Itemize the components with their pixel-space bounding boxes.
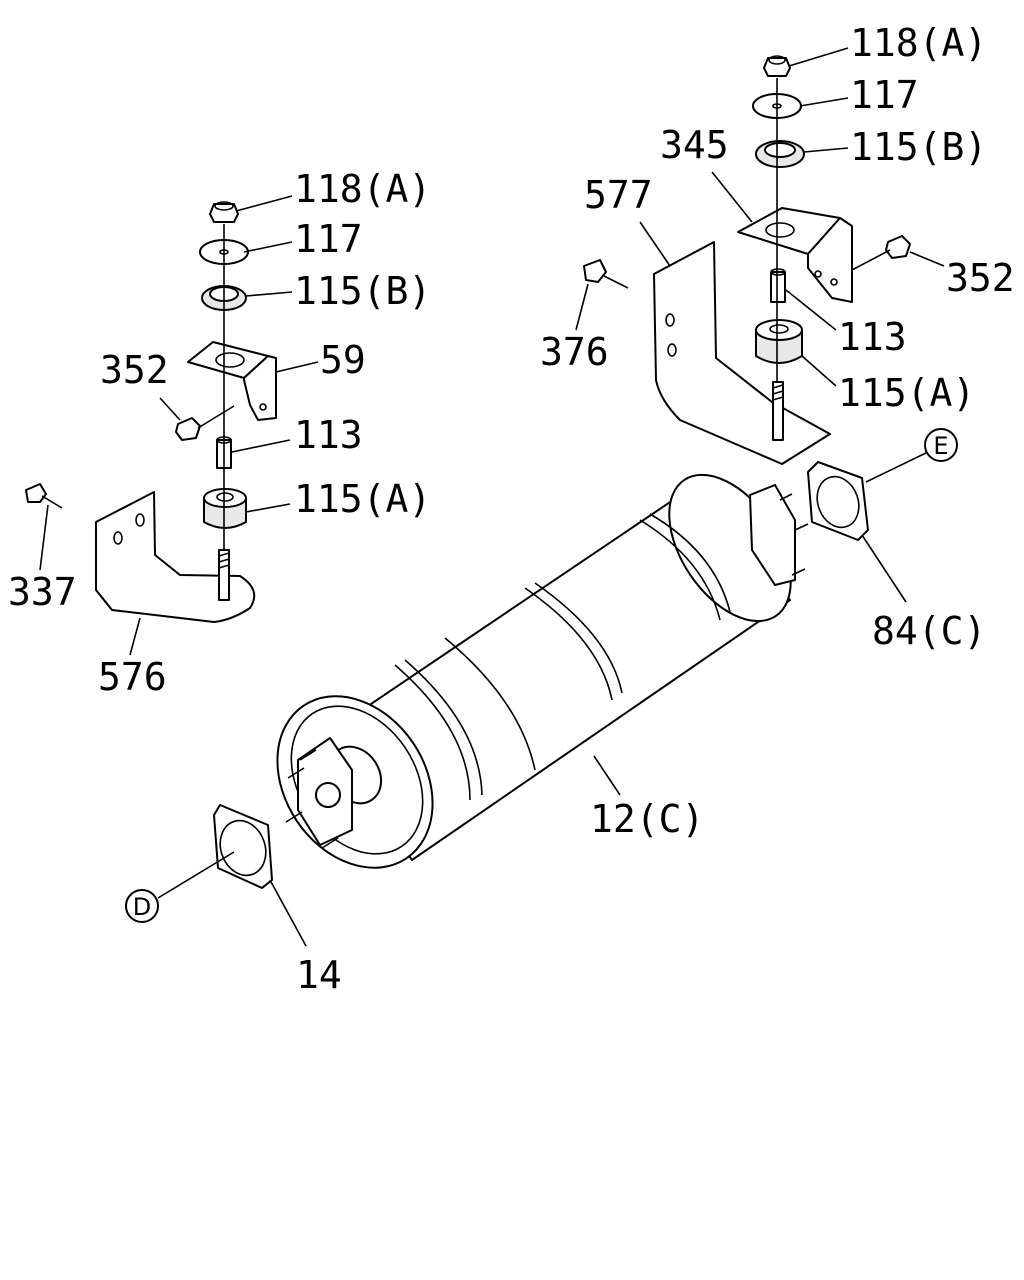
label-576: 576 — [98, 655, 167, 699]
gasket-84c[interactable] — [807, 461, 869, 541]
label-345: 345 — [660, 123, 729, 167]
label-59: 59 — [320, 338, 366, 382]
right-mount-assembly[interactable] — [583, 55, 911, 465]
marker-d-text: D — [133, 893, 151, 921]
label-14: 14 — [296, 953, 342, 997]
label-352-right: 352 — [946, 256, 1015, 300]
label-115b-left: 115(B) — [294, 269, 431, 313]
label-117-right: 117 — [850, 73, 919, 117]
label-115a-right: 115(A) — [838, 371, 975, 415]
callout-labels: 118(A) 117 115(B) 59 352 113 115(A) 337 … — [8, 21, 1015, 997]
label-115b-right: 115(B) — [850, 125, 987, 169]
label-352-left: 352 — [100, 348, 169, 392]
label-115a-left: 115(A) — [294, 477, 431, 521]
muffler-12c[interactable] — [246, 453, 816, 897]
label-118a-right: 118(A) — [850, 21, 987, 65]
label-376: 376 — [540, 330, 609, 374]
marker-d: D — [125, 889, 159, 923]
label-577: 577 — [584, 173, 653, 217]
label-12c: 12(C) — [590, 797, 704, 841]
label-118a-left: 118(A) — [294, 167, 431, 211]
label-337: 337 — [8, 570, 77, 614]
gasket-14[interactable] — [213, 804, 273, 889]
label-113-right: 113 — [838, 315, 907, 359]
label-84c: 84(C) — [872, 609, 986, 653]
marker-e: E — [924, 428, 958, 462]
label-113-left: 113 — [294, 413, 363, 457]
marker-e-text: E — [933, 432, 948, 460]
label-117-left: 117 — [294, 217, 363, 261]
leader-lines — [39, 47, 945, 947]
left-mount-assembly[interactable] — [25, 201, 277, 623]
